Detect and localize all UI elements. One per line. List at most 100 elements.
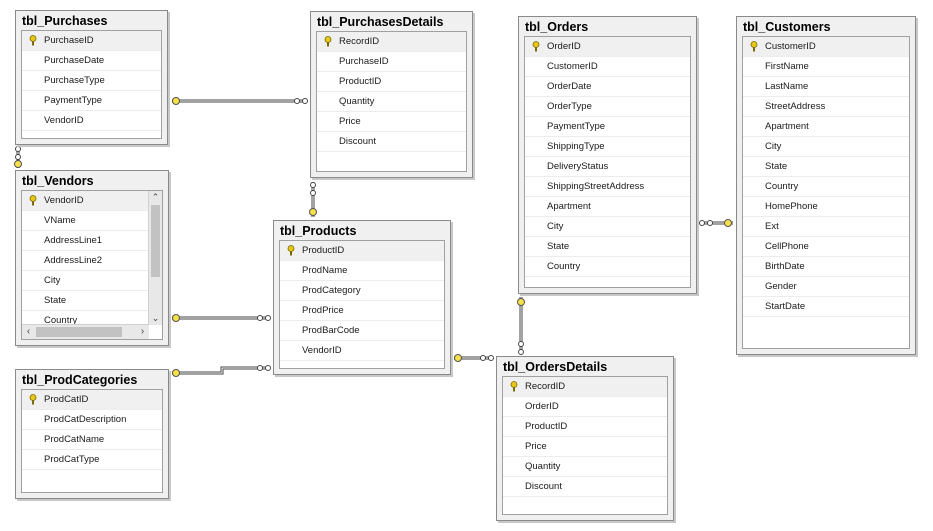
column-row[interactable]: VendorID xyxy=(280,341,444,361)
column-name: State xyxy=(547,241,570,252)
column-row[interactable]: PurchaseDate xyxy=(22,51,161,71)
column-row[interactable]: LastName xyxy=(743,77,909,97)
column-name: Apartment xyxy=(765,121,809,132)
column-name: FirstName xyxy=(765,61,809,72)
column-name: Country xyxy=(44,315,78,325)
column-name: StreetAddress xyxy=(765,101,826,112)
column-row[interactable]: PurchaseType xyxy=(22,71,161,91)
column-row[interactable]: CellPhone xyxy=(743,237,909,257)
key-icon xyxy=(532,41,540,52)
column-row[interactable]: OrderDate xyxy=(525,77,690,97)
table-vendors[interactable]: tbl_Vendors VendorID VName AddressLine1 … xyxy=(15,170,169,346)
column-row[interactable]: HomePhone xyxy=(743,197,909,217)
table-customers[interactable]: tbl_Customers CustomerID FirstName LastN… xyxy=(736,16,916,355)
column-row[interactable]: PurchaseID xyxy=(317,52,466,72)
column-name: AddressLine2 xyxy=(44,255,103,266)
many-end-icon xyxy=(257,365,263,371)
key-column-row[interactable]: OrderID xyxy=(525,37,690,57)
column-row[interactable]: City xyxy=(525,217,690,237)
column-row[interactable]: City xyxy=(743,137,909,157)
key-column-row[interactable]: CustomerID xyxy=(743,37,909,57)
column-row[interactable]: ProductID xyxy=(317,72,466,92)
column-row[interactable]: Country xyxy=(525,257,690,277)
column-row[interactable]: OrderType xyxy=(525,97,690,117)
column-name: AddressLine1 xyxy=(44,235,103,246)
column-row[interactable]: VendorID xyxy=(22,111,161,131)
column-row[interactable]: Apartment xyxy=(525,197,690,217)
column-row[interactable]: ProdBarCode xyxy=(280,321,444,341)
column-row[interactable]: VName xyxy=(22,211,149,231)
scroll-thumb[interactable] xyxy=(36,327,122,337)
column-name: ProdCategory xyxy=(302,285,361,296)
column-row[interactable]: StreetAddress xyxy=(743,97,909,117)
column-row[interactable]: BirthDate xyxy=(743,257,909,277)
key-column-row[interactable]: PurchaseID xyxy=(22,31,161,51)
column-name: Country xyxy=(765,181,799,192)
column-row[interactable]: Country xyxy=(743,177,909,197)
column-row[interactable]: City xyxy=(22,271,149,291)
horizontal-scrollbar[interactable]: ‹ › xyxy=(22,324,149,339)
column-row[interactable]: State xyxy=(22,291,149,311)
column-row[interactable]: Discount xyxy=(317,132,466,152)
column-row[interactable]: ProdCatDescription xyxy=(22,410,162,430)
column-name: PurchaseDate xyxy=(44,55,105,66)
table-products[interactable]: tbl_Products ProductID ProdName ProdCate… xyxy=(273,220,451,375)
scroll-thumb[interactable] xyxy=(151,205,160,277)
column-name: Ext xyxy=(765,221,779,232)
key-column-row[interactable]: ProductID xyxy=(280,241,444,261)
column-row[interactable]: OrderID xyxy=(503,397,667,417)
one-end-key-icon xyxy=(724,219,732,227)
table-orders-details[interactable]: tbl_OrdersDetails RecordID OrderID Produ… xyxy=(496,356,674,521)
table-columns: ProdCatID ProdCatDescription ProdCatName… xyxy=(21,389,163,493)
column-row[interactable]: CustomerID xyxy=(525,57,690,77)
column-row[interactable]: ProdCategory xyxy=(280,281,444,301)
column-name: ProductID xyxy=(339,76,382,87)
table-columns: VendorID VName AddressLine1 AddressLine2… xyxy=(21,190,163,340)
column-row[interactable]: ProdCatType xyxy=(22,450,162,470)
column-row[interactable]: State xyxy=(525,237,690,257)
key-column-row[interactable]: VendorID xyxy=(22,191,149,211)
table-purchases[interactable]: tbl_Purchases PurchaseID PurchaseDate Pu… xyxy=(15,10,168,145)
column-row[interactable]: State xyxy=(743,157,909,177)
column-row[interactable]: Price xyxy=(503,437,667,457)
column-row[interactable]: ShippingStreetAddress xyxy=(525,177,690,197)
column-name: ProductID xyxy=(302,245,345,256)
column-row[interactable]: ProdCatName xyxy=(22,430,162,450)
column-row[interactable]: FirstName xyxy=(743,57,909,77)
column-name: Gender xyxy=(765,281,797,292)
table-prod-categories[interactable]: tbl_ProdCategories ProdCatID ProdCatDesc… xyxy=(15,369,169,499)
key-column-row[interactable]: RecordID xyxy=(503,377,667,397)
column-row[interactable]: AddressLine2 xyxy=(22,251,149,271)
table-title: tbl_Purchases xyxy=(22,14,108,28)
column-row[interactable]: Discount xyxy=(503,477,667,497)
scroll-down-icon[interactable]: ⌄ xyxy=(151,313,160,323)
key-icon xyxy=(324,36,332,47)
column-row[interactable]: DeliveryStatus xyxy=(525,157,690,177)
key-column-row[interactable]: RecordID xyxy=(317,32,466,52)
vertical-scrollbar[interactable]: ⌃ ⌄ xyxy=(148,191,162,325)
column-row[interactable]: Quantity xyxy=(317,92,466,112)
scroll-left-icon[interactable]: ‹ xyxy=(26,326,31,337)
scroll-right-icon[interactable]: › xyxy=(140,326,145,337)
column-row[interactable]: ShippingType xyxy=(525,137,690,157)
column-row[interactable]: Quantity xyxy=(503,457,667,477)
column-row[interactable]: Price xyxy=(317,112,466,132)
column-row[interactable]: AddressLine1 xyxy=(22,231,149,251)
column-row[interactable]: StartDate xyxy=(743,297,909,317)
column-row[interactable]: Apartment xyxy=(743,117,909,137)
column-row[interactable]: Gender xyxy=(743,277,909,297)
scroll-up-icon[interactable]: ⌃ xyxy=(151,192,160,202)
column-row[interactable]: ProductID xyxy=(503,417,667,437)
table-orders[interactable]: tbl_Orders OrderID CustomerID OrderDate … xyxy=(518,16,697,294)
column-name: LastName xyxy=(765,81,809,92)
column-row[interactable]: ProdPrice xyxy=(280,301,444,321)
column-row[interactable]: Country xyxy=(22,311,149,325)
column-row[interactable]: PaymentType xyxy=(525,117,690,137)
column-row[interactable]: Ext xyxy=(743,217,909,237)
column-name: OrderID xyxy=(525,401,559,412)
table-purchases-details[interactable]: tbl_PurchasesDetails RecordID PurchaseID… xyxy=(310,11,473,178)
column-row[interactable]: PaymentType xyxy=(22,91,161,111)
key-column-row[interactable]: ProdCatID xyxy=(22,390,162,410)
column-row[interactable]: ProdName xyxy=(280,261,444,281)
table-title: tbl_Products xyxy=(280,224,357,238)
